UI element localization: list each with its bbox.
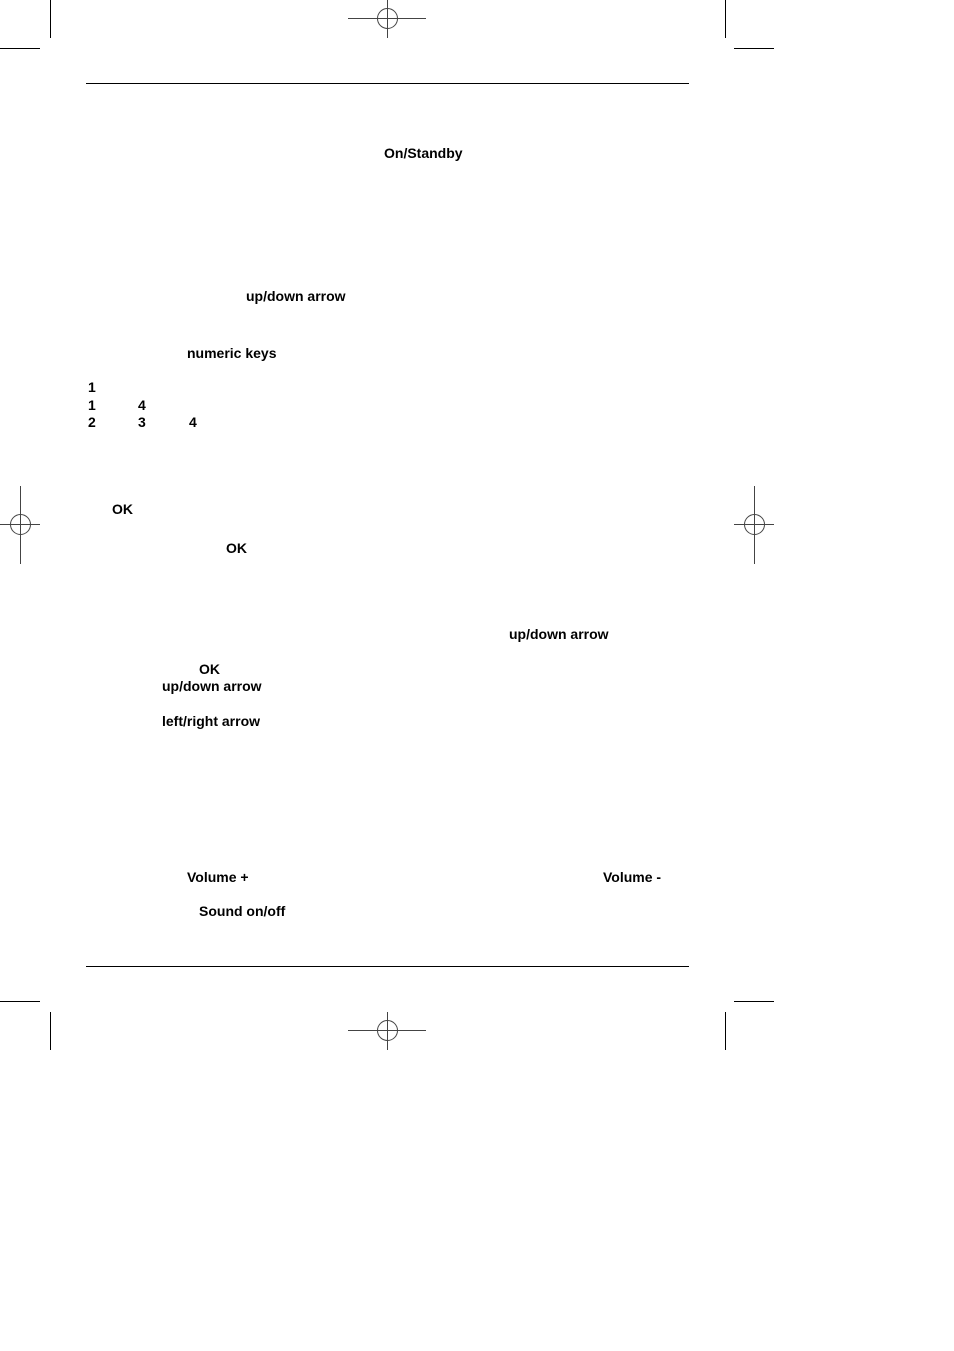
crop-mark-top-left-vertical — [50, 0, 51, 38]
digit-2: 2 — [88, 414, 96, 430]
keyword-up-down-arrow: up/down arrow — [246, 288, 346, 304]
registration-mark-bottom — [348, 1012, 426, 1050]
keyword-ok: OK — [226, 540, 247, 556]
footer-rule — [86, 966, 689, 967]
digit-3: 3 — [138, 414, 146, 430]
keyword-up-down-arrow: up/down arrow — [162, 678, 262, 694]
keyword-on-standby: On/Standby — [384, 145, 463, 161]
crop-mark-top-right-vertical — [725, 0, 726, 38]
crop-mark-bottom-right-vertical — [725, 1012, 726, 1050]
keyword-up-down-arrow: up/down arrow — [509, 626, 609, 642]
digit-4: 4 — [189, 414, 197, 430]
keyword-volume-plus: Volume + — [187, 869, 249, 885]
crop-mark-bottom-left-horizontal — [0, 1001, 40, 1002]
digit-1: 1 — [88, 379, 96, 395]
keyword-volume-minus: Volume - — [603, 869, 662, 885]
crop-mark-bottom-right-horizontal — [734, 1001, 774, 1002]
registration-mark-right — [734, 486, 774, 564]
digit-1: 1 — [88, 397, 96, 413]
crop-mark-bottom-left-vertical — [50, 1012, 51, 1050]
crop-mark-top-right-horizontal — [734, 48, 774, 49]
keyword-sound-on-off: Sound on/off — [199, 903, 286, 919]
keyword-left-right-arrow: left/right arrow — [162, 713, 261, 729]
registration-mark-top — [348, 0, 426, 38]
crop-mark-top-left-horizontal — [0, 48, 40, 49]
keyword-numeric-keys: numeric keys — [187, 345, 277, 361]
digit-4: 4 — [138, 397, 146, 413]
registration-mark-left — [0, 486, 40, 564]
keyword-ok: OK — [112, 501, 133, 517]
keyword-ok: OK — [199, 661, 220, 677]
header-rule — [86, 83, 689, 84]
